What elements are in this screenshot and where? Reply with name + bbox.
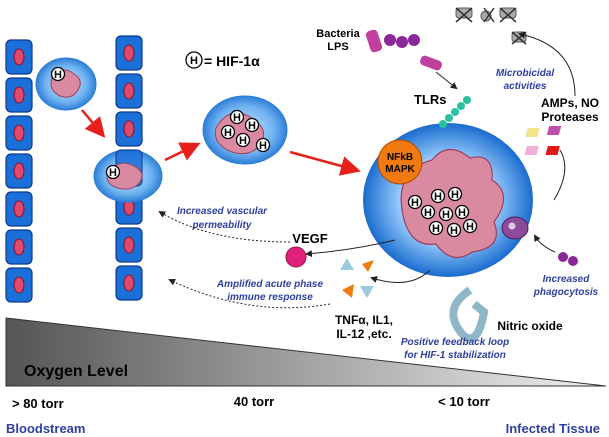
feedback-loop-arrow — [449, 286, 489, 343]
endothelial-column-left — [5, 39, 33, 303]
legend-hif: H = HIF-1α — [185, 51, 260, 69]
svg-text:H: H — [424, 207, 432, 219]
vegf-molecule — [285, 246, 307, 268]
amplified-label-2: immune response — [227, 292, 313, 303]
cytokine-triangles — [340, 258, 374, 298]
amps-particles — [524, 126, 562, 155]
bloodstream-label: Bloodstream — [6, 421, 85, 436]
bacteria-label-2: LPS — [327, 41, 348, 53]
microbicidal-arrow — [518, 31, 576, 97]
svg-text:H: H — [432, 223, 440, 235]
svg-text:H: H — [451, 189, 459, 201]
tlrs-label: TLRs — [414, 92, 447, 107]
svg-text:H: H — [466, 221, 474, 233]
killed-bacteria — [455, 7, 527, 45]
phagocytosis-label-1: Increased — [543, 274, 591, 285]
amplified-label-1: Amplified acute phase — [216, 279, 324, 290]
infected-tissue-label: Infected Tissue — [506, 421, 600, 436]
amplified-arrow — [168, 278, 331, 309]
endothelial-column-right — [115, 35, 143, 301]
cytokine-arrow — [370, 269, 431, 283]
bacteria-label-1: Bacteria — [316, 28, 360, 40]
bacteria-lps: Bacteria LPS — [316, 28, 458, 90]
svg-text:H: H — [434, 191, 442, 203]
svg-text:H: H — [233, 112, 241, 124]
torr-80-label: > 80 torr — [12, 396, 64, 411]
microbicidal-label-2: activities — [504, 81, 547, 92]
vascular-label-1: Increased vascular — [177, 206, 268, 217]
tlr-receptor: TLRs — [414, 92, 471, 128]
svg-text:H: H — [248, 120, 256, 132]
vascular-label-2: permeability — [192, 220, 252, 231]
svg-text:H: H — [450, 225, 458, 237]
feedback-label-2: for HIF-1 stabilization — [404, 350, 506, 361]
vegf-label: VEGF — [292, 231, 327, 246]
svg-text:H: H — [259, 140, 267, 152]
svg-text:H: H — [411, 197, 419, 209]
phagocytosis: Increased phagocytosis — [533, 234, 599, 298]
oxygen-level-label: Oxygen Level — [24, 363, 128, 380]
migration-arrows — [81, 109, 361, 176]
amps-label-2: Proteases — [541, 110, 599, 124]
leukocyte-bloodstream: H — [35, 57, 97, 111]
torr-40-label: 40 torr — [234, 394, 274, 409]
amps-label-1: AMPs, NO — [541, 96, 599, 110]
svg-text:H: H — [458, 207, 466, 219]
svg-text:H: H — [442, 209, 450, 221]
activated-phagocyte: NFkB MAPK H H H H H H H H H — [363, 123, 533, 277]
microbicidal-label-1: Microbicidal — [496, 68, 555, 79]
tnf-label-1: TNFα, IL1, — [335, 313, 393, 327]
nfkb-label-1: NFkB — [387, 152, 413, 163]
leukocyte-tissue: H H H H H — [202, 95, 288, 165]
legend-symbol: H — [190, 55, 198, 67]
phagocytosis-label-2: phagocytosis — [533, 287, 599, 298]
feedback-label-1: Positive feedback loop — [401, 337, 509, 348]
vascular-arrow — [158, 210, 291, 243]
nitric-oxide-label: Nitric oxide — [497, 319, 563, 333]
svg-text:H: H — [54, 69, 62, 81]
torr-10-label: < 10 torr — [438, 394, 490, 409]
svg-text:H: H — [109, 167, 117, 179]
vegf-arrow — [305, 239, 396, 258]
leukocyte-adhering: H — [93, 149, 163, 203]
amps-arrow — [553, 149, 566, 201]
svg-text:H: H — [239, 135, 247, 147]
oxygen-gradient-wedge — [5, 317, 607, 387]
tnf-label-2: IL-12 ,etc. — [336, 327, 391, 341]
nfkb-label-2: MAPK — [385, 164, 415, 175]
svg-text:H: H — [224, 127, 232, 139]
legend-label: = HIF-1α — [204, 53, 260, 69]
